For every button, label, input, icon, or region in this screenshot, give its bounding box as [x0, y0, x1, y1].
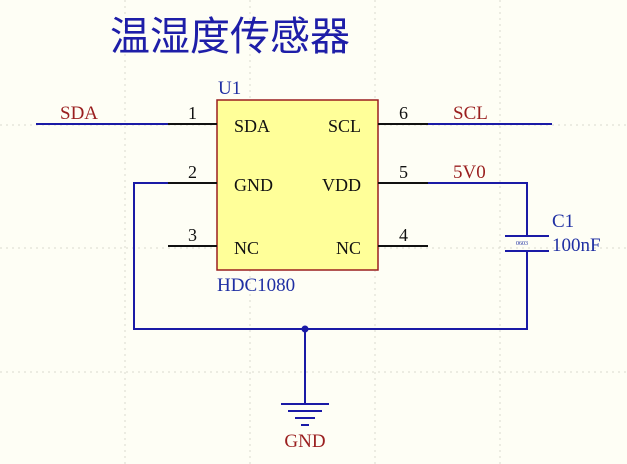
pin-number: 2: [188, 162, 197, 182]
ground-symbol[interactable]: [281, 403, 329, 426]
pin-name: VDD: [322, 175, 361, 195]
net-label-sda: SDA: [60, 103, 98, 124]
component-name: HDC1080: [217, 275, 295, 296]
capacitor-designator: C1: [552, 211, 574, 232]
pin-number: 5: [399, 162, 408, 182]
pin-number: 6: [399, 103, 408, 123]
capacitor-symbol[interactable]: [505, 235, 549, 252]
pin-number: 1: [188, 103, 197, 123]
pin-name: NC: [336, 238, 361, 258]
net-label-5v0: 5V0: [453, 162, 486, 183]
pin-name: GND: [234, 175, 273, 195]
gnd-loop-wire[interactable]: [133, 182, 528, 330]
capacitor-value: 100nF: [552, 235, 601, 256]
pin-name: NC: [234, 238, 259, 258]
net-label-gnd: GND: [284, 431, 325, 452]
pin-name: SCL: [328, 116, 361, 136]
pin-name: SDA: [234, 116, 270, 136]
page-title: 温湿度传感器: [110, 14, 350, 60]
vdd-wire[interactable]: [428, 182, 528, 236]
ic-body[interactable]: [216, 99, 379, 271]
pin-number: 3: [188, 225, 197, 245]
component-designator: U1: [218, 78, 241, 99]
junction-dot: [301, 325, 309, 333]
capacitor-package: 0603: [516, 241, 528, 247]
pin-number: 4: [399, 225, 408, 245]
net-label-scl: SCL: [453, 103, 488, 124]
